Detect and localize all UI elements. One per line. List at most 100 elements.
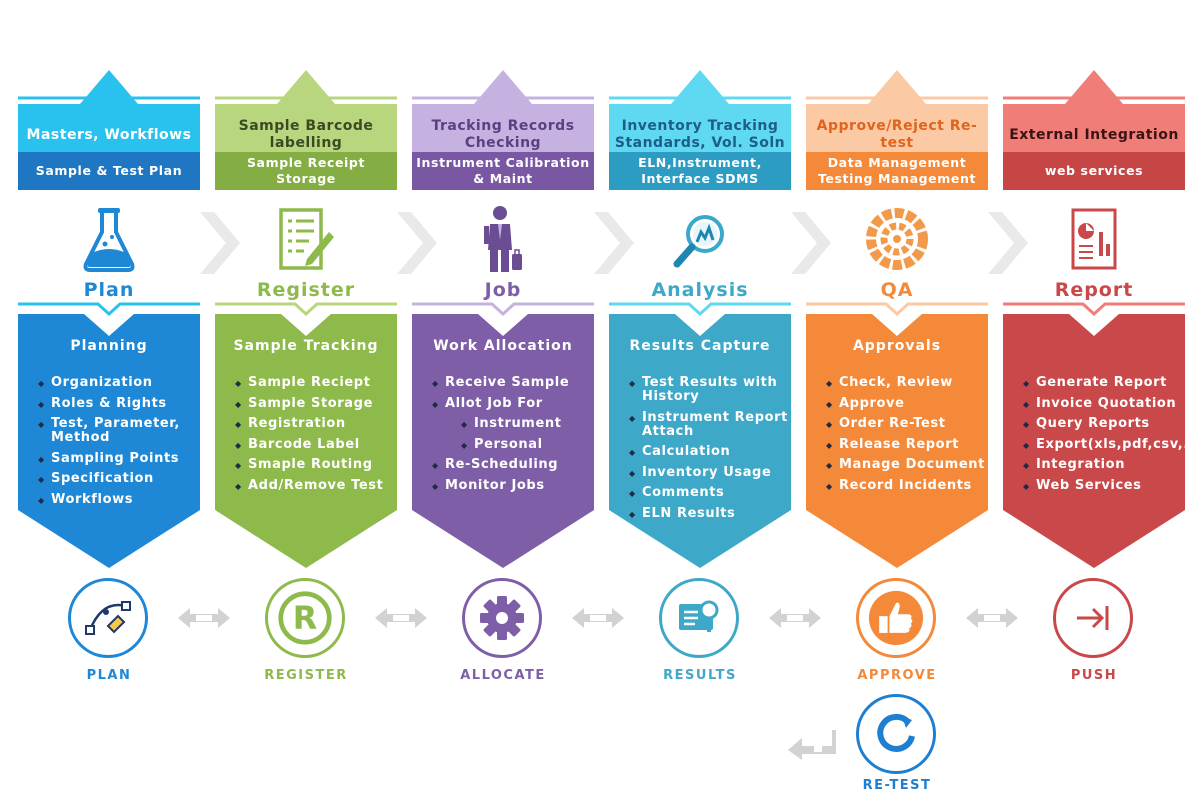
header-title: Sample Barcode labelling [238,118,374,151]
chevron-right-icon [592,210,636,280]
feature-item: Sample Storage [235,396,395,412]
feature-item: Specification [38,472,198,488]
header-subtitle: web services [1044,163,1144,178]
step-name: Register [256,279,356,301]
feature-item: Record Incidents [826,478,986,494]
header-title: External Integration [1009,126,1179,143]
feature-item: Sampling Points [38,451,198,467]
panel-title: Results Capture [629,338,771,354]
feature-item: Inventory Usage [629,465,789,481]
step-name: Report [1054,279,1134,301]
push-arrow-icon [1065,590,1121,646]
action-circle[interactable] [856,578,936,658]
donut-chart-icon [862,204,932,274]
feature-item: Barcode Label [235,437,395,453]
feature-item: Roles & Rights [38,396,198,412]
header-badge: Approve/Reject Re-test Data Management T… [806,66,988,190]
bidirectional-arrow-icon [767,603,823,637]
feature-item: Generate Report [1023,376,1183,392]
action-circle[interactable] [68,578,148,658]
column-qa: Approve/Reject Re-test Data Management T… [806,0,988,800]
step-name: Job [484,279,522,301]
step-name: Plan [83,279,135,301]
header-badge: Tracking Records Checking Instrument Cal… [412,66,594,190]
retest-group: RE-TEST [806,688,988,800]
feature-list: Check, ReviewApproveOrder Re-TestRelease… [826,376,986,499]
action-label: RESULTS [663,668,737,683]
bidirectional-arrow-icon [176,603,232,637]
retest-label: RE-TEST [862,778,932,793]
detail-panel: Work Allocation Receive SampleAllot Job … [412,300,594,570]
chevron-right-icon [198,210,242,280]
feature-item: Test, Parameter, Method [38,417,198,445]
registered-icon: R [277,590,333,646]
header-title: Tracking Records Checking [431,118,575,151]
action-label: ALLOCATE [460,668,546,683]
feature-item: Organization [38,376,198,392]
action-circle[interactable] [659,578,739,658]
chevron-right-icon [789,210,833,280]
column-register: Sample Barcode labelling Sample Receipt … [215,0,397,800]
action-circle[interactable] [462,578,542,658]
feature-item: Export(xls,pdf,csv,.) [1023,437,1195,453]
column-report: External Integration web services Report… [1003,0,1195,800]
header-title: Approve/Reject Re-test [816,118,978,151]
panel-title: Approvals [852,338,942,354]
feature-list: Sample RecieptSample StorageRegistration… [235,376,395,499]
header-subtitle: Instrument Calibration & Maint [416,155,590,186]
header-subtitle: ELN,Instrument, Interface SDMS [638,155,762,186]
action-circle[interactable] [1053,578,1133,658]
report-document-icon [1059,204,1129,274]
feature-list: Test Results with HistoryInstrument Repo… [629,376,789,527]
detail-panel: Generate ReportInvoice QuotationQuery Re… [1003,300,1195,570]
checklist-icon [271,204,341,274]
feature-list: OrganizationRoles & RightsTest, Paramete… [38,376,198,513]
magnifier-chart-icon [665,204,735,274]
feature-item: Test Results with History [629,376,789,404]
step-name: QA [880,279,914,301]
header-subtitle: Data Management Testing Management [817,155,977,186]
feature-item: Query Reports [1023,417,1183,433]
panel-title: Work Allocation [433,338,573,354]
bidirectional-arrow-icon [570,603,626,637]
feature-item: Workflows [38,492,198,508]
feature-item: Registration [235,417,395,433]
chevron-right-icon [395,210,439,280]
header-badge: Masters, Workflows Sample & Test Plan [18,66,200,190]
feature-item: Check, Review [826,376,986,392]
feature-item: Invoice Quotation [1023,396,1183,412]
column-job: Tracking Records Checking Instrument Cal… [412,0,594,800]
detail-panel: Results Capture Test Results with Histor… [609,300,791,570]
return-arrow-icon [786,728,838,766]
detail-panel: Approvals Check, ReviewApproveOrder Re-T… [806,300,988,570]
action-circle[interactable]: R [265,578,345,658]
feature-item: Monitor Jobs [432,478,592,494]
flask-icon [74,204,144,274]
bidirectional-arrow-icon [373,603,429,637]
header-badge: External Integration web services [1003,66,1185,190]
retest-circle[interactable] [856,694,936,774]
header-badge: Sample Barcode labelling Sample Receipt … [215,66,397,190]
feature-list: Receive SampleAllot Job ForInstrumentPer… [432,376,592,499]
businessman-icon [468,204,538,274]
detail-panel: Planning OrganizationRoles & RightsTest,… [18,300,200,570]
thumbs-up-icon [868,590,924,646]
column-plan: Masters, Workflows Sample & Test Plan Pl… [18,0,200,800]
feature-item: Release Report [826,437,986,453]
panel-title: Sample Tracking [233,338,379,354]
feature-item: Instrument [432,417,592,433]
feature-item: Add/Remove Test [235,478,395,494]
detail-panel: Sample Tracking Sample RecieptSample Sto… [215,300,397,570]
feature-item: Calculation [629,445,789,461]
gear-icon [474,590,530,646]
feature-item: Integration [1023,458,1183,474]
feature-item: Order Re-Test [826,417,986,433]
header-subtitle: Sample Receipt Storage [246,155,366,186]
feature-list: Generate ReportInvoice QuotationQuery Re… [1023,376,1195,499]
bezier-pen-icon [80,590,136,646]
feature-item: Web Services [1023,478,1183,494]
report-search-icon [671,590,727,646]
feature-item: Allot Job For [432,396,592,412]
feature-item: Approve [826,396,986,412]
column-analysis: Inventory Tracking Standards, Vol. Soln … [609,0,791,800]
